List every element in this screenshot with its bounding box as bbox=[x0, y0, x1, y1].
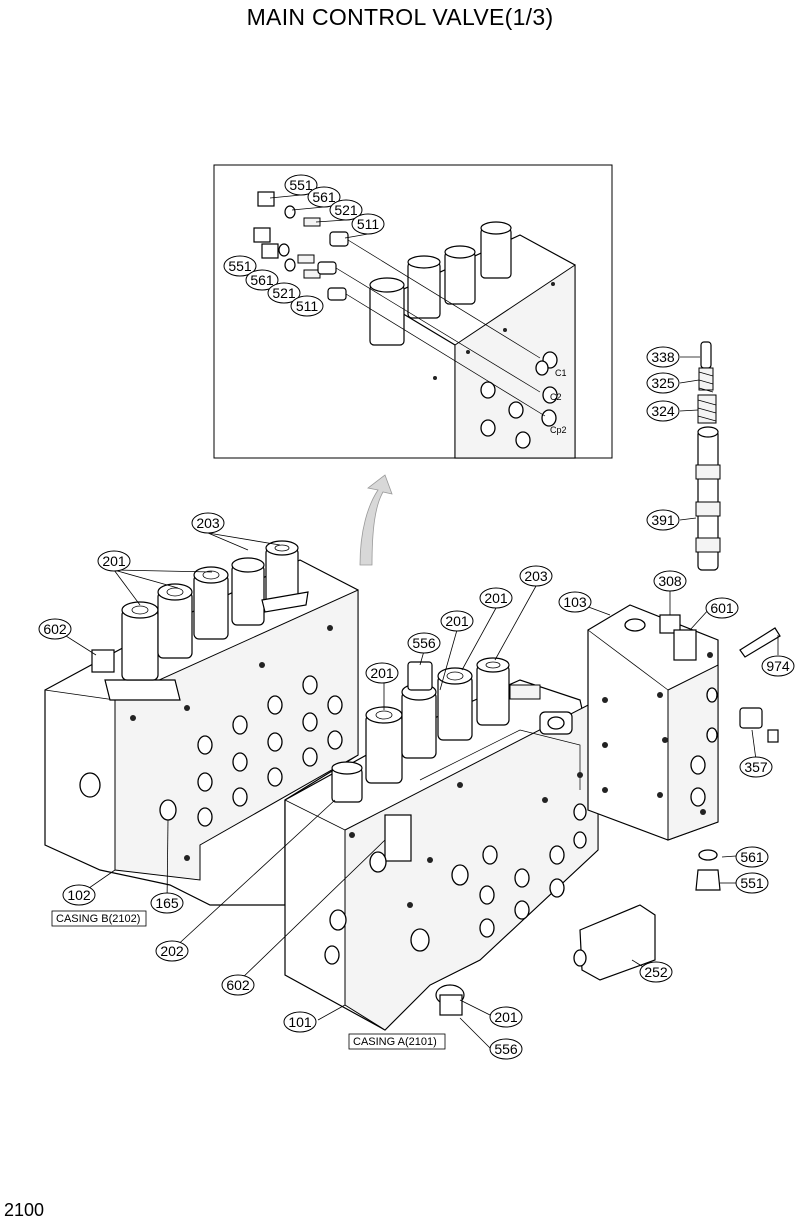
callout-602-a: 602 bbox=[43, 621, 67, 637]
callout-391: 391 bbox=[651, 512, 675, 528]
casing-a-block bbox=[284, 657, 656, 1031]
callout-974: 974 bbox=[766, 658, 790, 674]
callout-338: 338 bbox=[651, 349, 675, 365]
inset-callouts: 551 561 521 511 551 561 521 511 bbox=[223, 174, 385, 317]
callout-551-b: 551 bbox=[228, 258, 252, 274]
inset-solenoids bbox=[369, 221, 512, 346]
port-label-c2: C2 bbox=[550, 392, 562, 402]
callout-521-a: 521 bbox=[334, 202, 358, 218]
callout-324: 324 bbox=[651, 403, 675, 419]
main-callouts: 203 201 602 201 556 201 201 203 103 308 … bbox=[38, 346, 795, 1060]
callout-201-d: 201 bbox=[484, 590, 508, 606]
callout-201-e: 201 bbox=[494, 1009, 518, 1025]
callout-556-a: 556 bbox=[412, 635, 436, 651]
callout-201-c: 201 bbox=[445, 613, 469, 629]
callout-601: 601 bbox=[710, 600, 734, 616]
callout-203-a: 203 bbox=[196, 515, 220, 531]
casing-103-block bbox=[587, 604, 781, 891]
casing-b-label: CASING B(2102) bbox=[56, 913, 140, 925]
callout-511-b: 511 bbox=[296, 298, 319, 314]
port-label-cp2: Cp2 bbox=[550, 425, 567, 435]
callout-357: 357 bbox=[744, 759, 768, 775]
callout-202: 202 bbox=[160, 943, 184, 959]
inset-small-parts bbox=[253, 191, 546, 417]
callout-561-a: 561 bbox=[312, 189, 336, 205]
callout-556-b: 556 bbox=[494, 1041, 518, 1057]
callout-551: 551 bbox=[740, 875, 764, 891]
callout-325: 325 bbox=[651, 375, 675, 391]
callout-252: 252 bbox=[644, 964, 668, 980]
spool-stack bbox=[695, 341, 721, 571]
callout-201-b: 201 bbox=[370, 665, 394, 681]
callout-602-b: 602 bbox=[226, 977, 250, 993]
casing-b-solenoids bbox=[91, 540, 309, 701]
callout-103: 103 bbox=[563, 594, 587, 610]
callout-203-b: 203 bbox=[524, 568, 548, 584]
casing-b-ports bbox=[79, 625, 343, 861]
callout-308: 308 bbox=[658, 573, 682, 589]
inset-detail: C1 C2 Cp2 551 561 521 bbox=[213, 164, 613, 459]
callout-101: 101 bbox=[288, 1014, 312, 1030]
page-number: 2100 bbox=[4, 1200, 45, 1220]
inset-ports bbox=[433, 282, 558, 449]
callout-521-b: 521 bbox=[272, 285, 296, 301]
callout-102: 102 bbox=[67, 887, 91, 903]
callout-561-b: 561 bbox=[250, 272, 274, 288]
casing-a-ports bbox=[324, 772, 587, 1016]
callout-551-a: 551 bbox=[289, 177, 313, 193]
casing-a-label: CASING A(2101) bbox=[353, 1036, 437, 1048]
page-title: MAIN CONTROL VALVE(1/3) bbox=[246, 4, 554, 30]
callout-561: 561 bbox=[740, 849, 764, 865]
casing-a-solenoids bbox=[331, 657, 573, 862]
callout-201-a: 201 bbox=[102, 553, 126, 569]
zoom-arrow bbox=[359, 474, 393, 566]
leader-lines bbox=[54, 356, 779, 1049]
casing-b-block bbox=[44, 540, 359, 906]
callout-511-a: 511 bbox=[357, 216, 380, 232]
callout-165: 165 bbox=[155, 895, 179, 911]
port-label-c1: C1 bbox=[555, 368, 567, 378]
